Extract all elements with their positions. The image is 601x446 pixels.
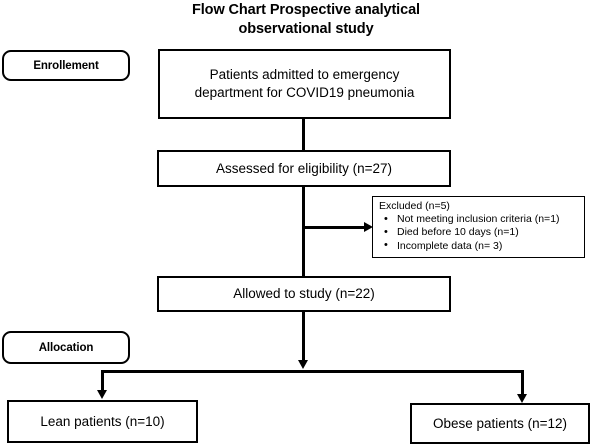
node-patients-admitted-line-2: department for COVID19 pneumonia bbox=[194, 85, 415, 100]
node-obese-patients-text: Obese patients (n=12) bbox=[433, 415, 567, 431]
node-excluded: Excluded (n=5) Not meeting inclusion cri… bbox=[372, 196, 585, 258]
arrowhead-to-split-bar bbox=[298, 360, 308, 369]
node-patients-admitted: Patients admitted to emergency departmen… bbox=[158, 49, 451, 119]
arrowhead-to-obese bbox=[517, 394, 527, 403]
node-lean-patients: Lean patients (n=10) bbox=[7, 400, 198, 443]
node-allowed-to-study: Allowed to study (n=22) bbox=[157, 276, 451, 312]
node-excluded-reason-item: Not meeting inclusion criteria (n=1) bbox=[379, 213, 580, 226]
stage-label-allocation: Allocation bbox=[2, 331, 130, 364]
node-excluded-reason-list: Not meeting inclusion criteria (n=1) Die… bbox=[379, 213, 580, 253]
stage-label-enrollment-text: Enrollement bbox=[33, 59, 99, 72]
page-title: Flow Chart Prospective analytical observ… bbox=[148, 1, 464, 39]
stage-label-allocation-text: Allocation bbox=[38, 341, 94, 354]
node-excluded-reason-item: Died before 10 days (n=1) bbox=[379, 226, 580, 239]
node-allowed-to-study-text: Allowed to study (n=22) bbox=[233, 286, 375, 301]
connector-admitted-to-assessed bbox=[302, 119, 305, 151]
connector-split-to-lean bbox=[101, 370, 104, 394]
node-lean-patients-text: Lean patients (n=10) bbox=[40, 413, 165, 429]
node-obese-patients: Obese patients (n=12) bbox=[410, 403, 590, 444]
arrowhead-to-excluded bbox=[364, 222, 373, 232]
connector-split-to-obese bbox=[521, 370, 524, 398]
page-title-line-1: Flow Chart Prospective analytical bbox=[192, 2, 420, 18]
connector-assessed-to-excluded bbox=[303, 226, 366, 229]
node-patients-admitted-line-1: Patients admitted to emergency bbox=[209, 67, 400, 82]
node-excluded-reason-item: Incomplete data (n= 3) bbox=[379, 239, 580, 253]
node-assessed-for-eligibility: Assessed for eligibility (n=27) bbox=[157, 150, 451, 187]
node-assessed-for-eligibility-text: Assessed for eligibility (n=27) bbox=[216, 160, 392, 176]
connector-split-bar bbox=[101, 370, 524, 373]
page-title-line-2: observational study bbox=[238, 21, 374, 37]
connector-assessed-to-allowed bbox=[302, 187, 305, 277]
arrowhead-to-lean bbox=[97, 390, 107, 399]
stage-label-enrollment: Enrollement bbox=[2, 50, 130, 81]
connector-allowed-to-split bbox=[302, 312, 305, 364]
node-excluded-heading: Excluded (n=5) bbox=[379, 200, 450, 212]
